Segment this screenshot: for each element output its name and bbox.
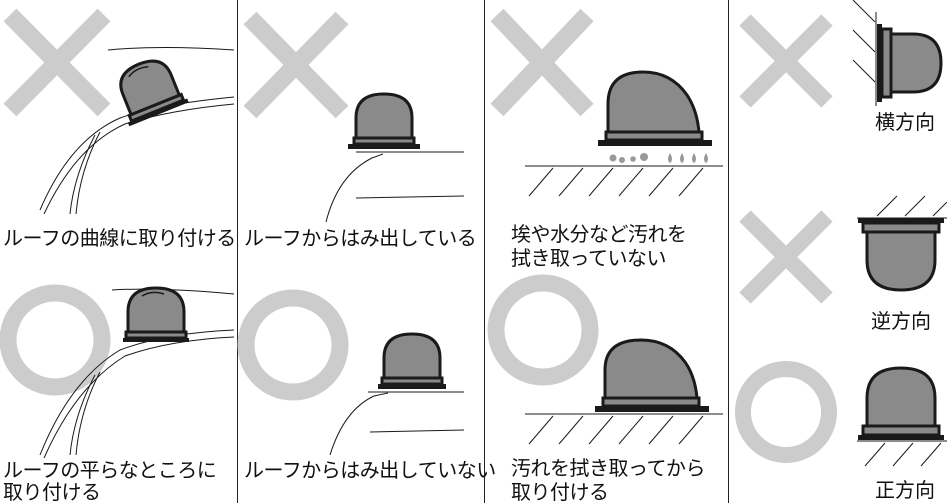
- panel-roof-curve-graphics: [0, 8, 235, 459]
- circle-mark-icon: [735, 361, 837, 463]
- beacon-lamp-icon: [598, 70, 712, 146]
- roof-edge-outline-ok: [329, 391, 465, 456]
- ground-hatching-clean: [525, 413, 723, 445]
- bad-caption-line1: 埃や水分など汚れを: [511, 222, 687, 246]
- panel-orientation-graphics: [735, 0, 947, 467]
- beacon-lamp-icon: [123, 286, 189, 342]
- beacon-lamp-icon-upside-down: [858, 218, 944, 292]
- bad-caption-line2: 拭き取っていない: [511, 246, 667, 270]
- panel-roof-overhang-graphics: [237, 11, 465, 456]
- panel-roof-overhang: ルーフからはみ出している ルーフからはみ出していない: [237, 0, 496, 503]
- panel-dirt-graphics: [487, 8, 723, 445]
- x-mark-icon: [739, 210, 833, 304]
- panel-divider-1: [237, 0, 238, 503]
- good-caption-line2: 取り付ける: [511, 480, 609, 504]
- beacon-lamp-icon-sideways: [877, 24, 943, 102]
- panel-roof-curve: ルーフの曲線に取り付ける ルーフの平らなところに 取り付ける: [0, 0, 237, 504]
- beacon-lamp-icon: [119, 59, 189, 127]
- sideways-caption: 横方向: [875, 110, 935, 134]
- car-roof-outline-flat: [39, 288, 235, 459]
- water-drop-icon: [668, 153, 708, 163]
- dust-icon: [609, 153, 648, 163]
- x-mark-icon: [490, 8, 594, 117]
- panel-divider-3: [728, 0, 729, 503]
- car-roof-outline: [39, 47, 235, 215]
- ground-hatching: [525, 165, 723, 197]
- beacon-lamp-icon: [378, 332, 446, 389]
- floor-hatching: [857, 440, 947, 467]
- bad-caption: ルーフからはみ出している: [244, 226, 477, 250]
- ceiling-hatching: [857, 195, 947, 219]
- circle-mark-icon: [0, 284, 111, 396]
- good-caption: ルーフからはみ出していない: [244, 458, 496, 482]
- x-mark-icon: [3, 8, 111, 117]
- circle-mark-icon: [487, 274, 599, 386]
- good-caption-line1: 汚れを拭き取ってから: [511, 456, 706, 480]
- bad-caption: ルーフの曲線に取り付ける: [3, 226, 236, 250]
- x-mark-icon: [739, 14, 833, 108]
- beacon-lamp-icon: [858, 366, 944, 440]
- roof-edge-outline: [325, 151, 465, 223]
- upside-down-caption: 逆方向: [871, 309, 931, 333]
- good-caption-line2: 取り付ける: [3, 480, 101, 504]
- beacon-lamp-icon: [595, 338, 709, 412]
- upright-caption: 正方向: [875, 478, 935, 502]
- panel-orientation: 横方向 逆方向 正方向: [729, 0, 947, 503]
- panel-divider-2: [484, 0, 485, 503]
- wall-hatching: [852, 0, 877, 106]
- x-mark-icon: [243, 11, 349, 119]
- beacon-lamp-icon: [348, 92, 420, 149]
- panel-dirt: 埃や水分など汚れを 拭き取っていない 汚れを拭き取ってから 取り付ける: [485, 0, 728, 504]
- good-caption-line1: ルーフの平らなところに: [3, 458, 217, 482]
- circle-mark-icon: [237, 289, 349, 401]
